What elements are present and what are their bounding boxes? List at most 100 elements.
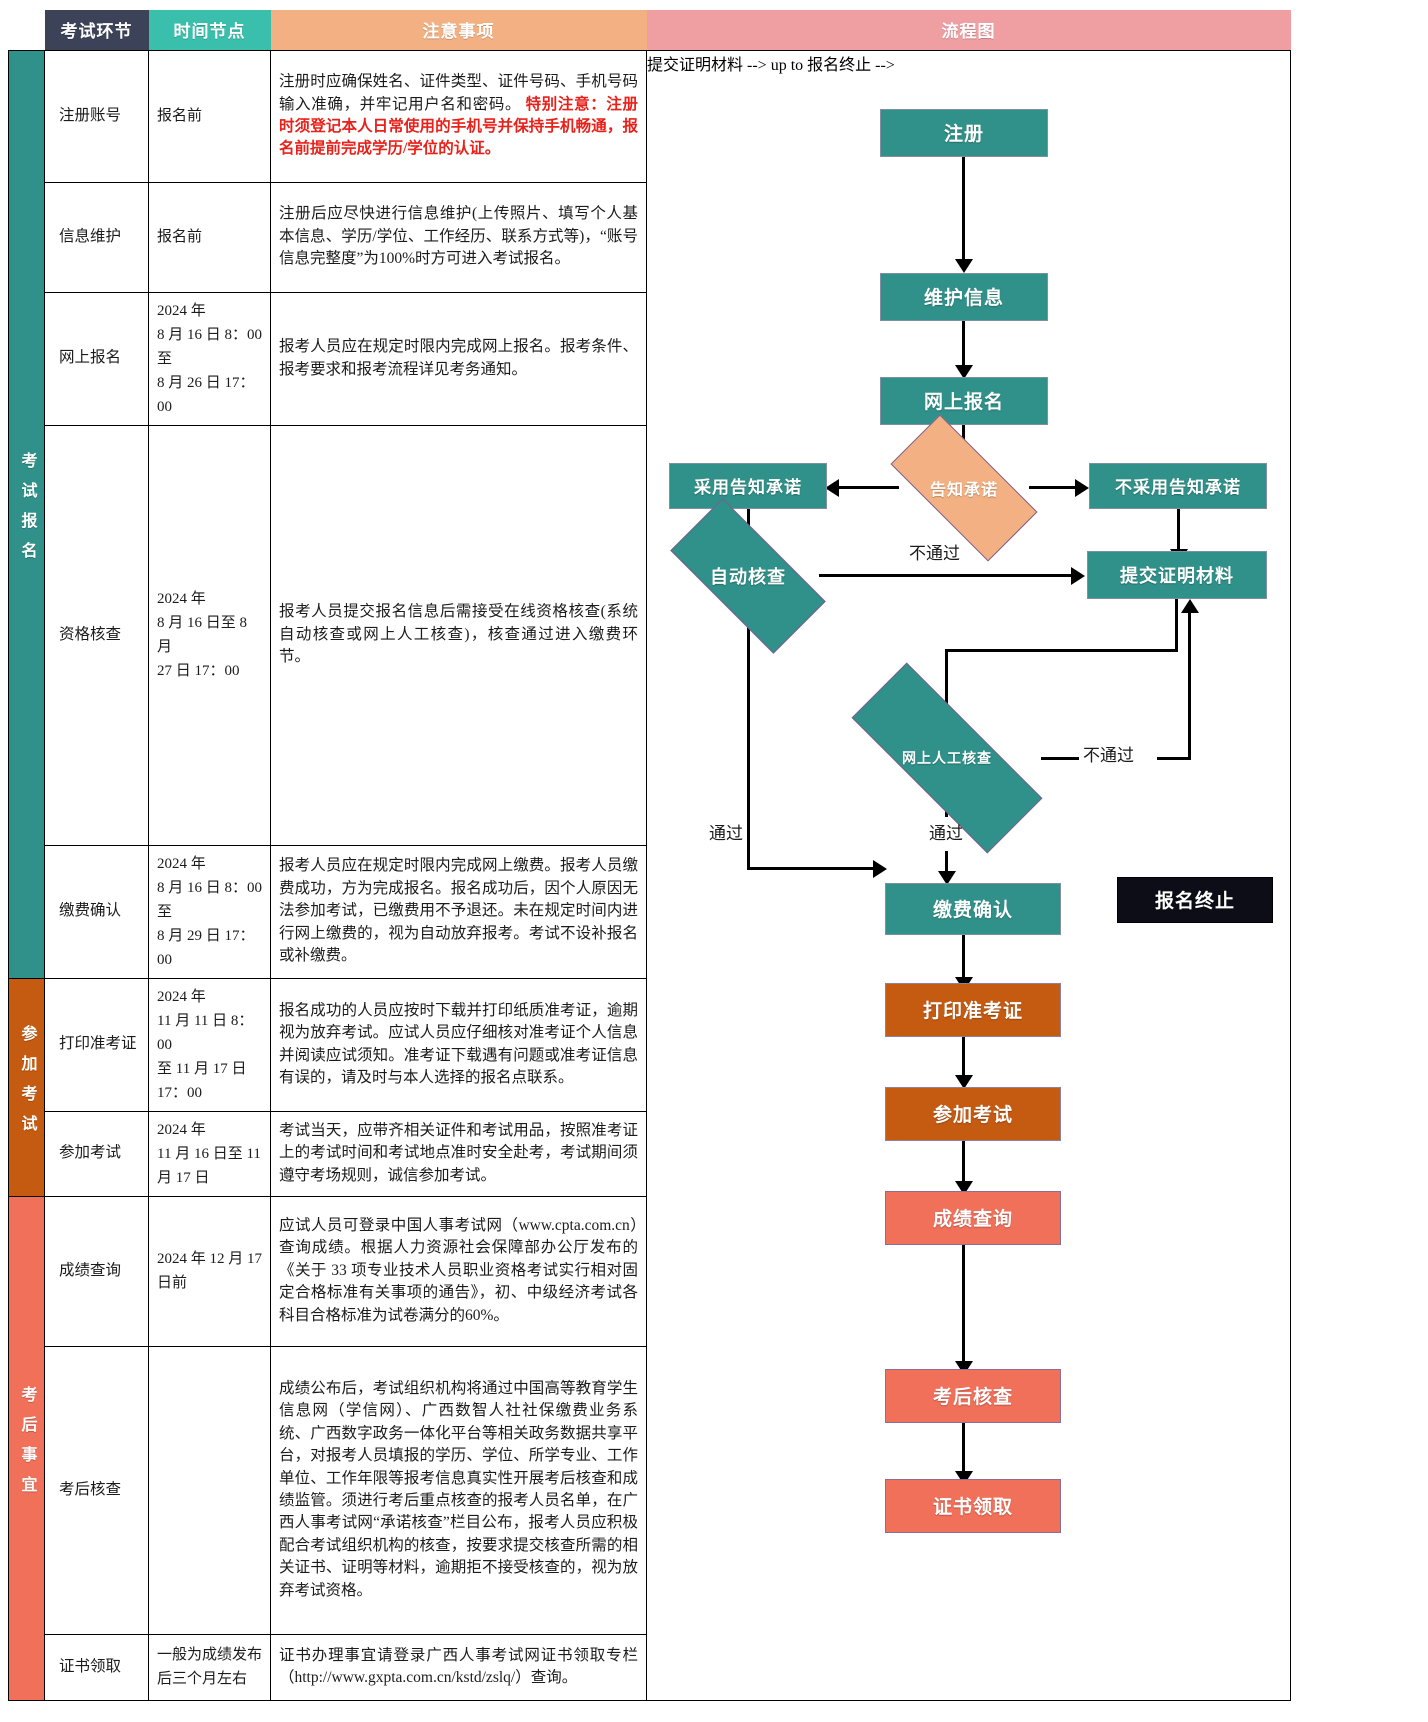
flow-line-postcheck-to-cert	[962, 1422, 965, 1475]
header-stage: 考试环节	[44, 10, 149, 50]
flow-node-manual-check-label: 网上人工核查	[902, 749, 992, 766]
flow-line-pay-to-print	[962, 934, 965, 981]
time-register-account: 报名前	[148, 49, 271, 183]
flow-edge-label-pass-mid: 通过	[929, 823, 963, 843]
time-take-exam: 2024 年 11 月 16 日至 11 月 17 日	[148, 1110, 271, 1197]
time-qualification-check: 2024 年 8 月 16 日至 8 月 27 日 17：00	[148, 424, 271, 846]
flow-line-register-to-maintain	[962, 156, 965, 263]
table-row: 证书领取 一般为成绩发布后三个月左右 证书办理事宜请登录广西人事考试网证书领取专…	[9, 1633, 1291, 1701]
flow-node-auto-check[interactable]: 自动核查	[670, 497, 826, 654]
category-registration: 考试报名	[8, 49, 45, 979]
flow-node-register[interactable]: 注册	[880, 108, 1048, 157]
notes-pay-confirm: 报考人员应在规定时限内完成网上缴费。报考人员缴费成功，方为完成报名。报名成功后，…	[270, 844, 647, 979]
table-row: 考试报名 注册账号 报名前 注册时应确保姓名、证件类型、证件号码、手机号码输入准…	[8, 49, 1291, 1701]
notes-post-check: 成绩公布后，考试组织机构将通过中国高等教育学生信息网（学信网）、广西数智人社社保…	[270, 1345, 647, 1635]
table-row: 网上报名 2024 年 8 月 16 日 8：00 至 8 月 26 日 17：…	[9, 291, 1291, 426]
flow-node-notice-commitment[interactable]: 告知承诺	[890, 413, 1038, 562]
flow-node-notice-commitment-label: 告知承诺	[929, 481, 998, 499]
notes-print-ticket: 报名成功的人员应按时下载并打印纸质准考证，逾期视为放弃考试。应试人员应仔细核对准…	[270, 977, 647, 1112]
flow-line-notice-to-use	[837, 485, 899, 489]
flow-line-manual-fail-a	[1041, 756, 1079, 760]
stage-info-maintenance: 信息维护	[44, 181, 149, 293]
notes-cert-collect: 证书办理事宜请登录广西人事考试网证书领取专栏（http://www.gxpta.…	[270, 1633, 647, 1701]
flow-arrow-maintain-to-apply	[955, 364, 973, 379]
table-row: 缴费确认 2024 年 8 月 16 日 8：00 至 8 月 29 日 17：…	[9, 844, 1291, 979]
flow-node-use-commitment[interactable]: 采用告知承诺	[669, 462, 827, 509]
flow-line-manual-fail-b	[1157, 756, 1191, 760]
table-row: 参加考试 2024 年 11 月 16 日至 11 月 17 日 考试当天，应带…	[9, 1110, 1291, 1197]
flow-node-score-query[interactable]: 成绩查询	[885, 1190, 1061, 1245]
flow-arrow-register-to-maintain	[955, 258, 973, 273]
flow-line-autocheck-fail	[819, 573, 1073, 577]
flow-node-post-check[interactable]: 考后核查	[885, 1368, 1061, 1423]
notes-take-exam: 考试当天，应带齐相关证件和考试用品，按照准考证上的考试时间和考试地点准时安全赴考…	[270, 1110, 647, 1197]
flow-diagram: 注册 维护信息 网上报名 告知承诺	[647, 51, 1289, 1669]
flow-arrow-notice-to-nouse	[1075, 478, 1089, 497]
flow-node-apply-terminated[interactable]: 报名终止	[1117, 876, 1273, 923]
table-row: 考后核查 成绩公布后，考试组织机构将通过中国高等教育学生信息网（学信网）、广西数…	[9, 1345, 1291, 1635]
header-corner-blank	[8, 10, 45, 50]
flow-node-submit-proof[interactable]: 提交证明材料	[1087, 550, 1267, 599]
flow-edge-label-fail-mid: 不通过	[1083, 745, 1134, 765]
header-notes: 注意事项	[270, 10, 647, 50]
flow-line-proof-left	[945, 648, 1178, 652]
time-info-maintenance: 报名前	[148, 181, 271, 293]
category-attend-exam-label: 参加考试	[18, 1024, 36, 1145]
stage-take-exam: 参加考试	[44, 1110, 149, 1197]
time-online-apply: 2024 年 8 月 16 日 8：00 至 8 月 26 日 17：00	[148, 291, 271, 426]
stage-register-account: 注册账号	[44, 49, 149, 183]
notes-register-account: 注册时应确保姓名、证件类型、证件号码、手机号码输入准确，并牢记用户名和密码。 特…	[270, 49, 647, 183]
flow-node-take-exam[interactable]: 参加考试	[885, 1086, 1061, 1141]
time-cert-collect: 一般为成绩发布后三个月左右	[148, 1633, 271, 1701]
flow-line-exam-to-score	[962, 1140, 965, 1185]
table-header-row: 考试环节 时间节点 注意事项 流程图	[8, 10, 1291, 50]
flow-line-autocheck-pass-down	[747, 610, 750, 869]
flow-arrow-autocheck-fail	[1071, 566, 1085, 585]
flow-line-score-to-postcheck	[962, 1244, 965, 1365]
table-row: 信息维护 报名前 注册后应尽快进行信息维护(上传照片、填写个人基本信息、学历/学…	[9, 181, 1291, 293]
flow-edge-label-pass-left: 通过	[709, 823, 743, 843]
stage-print-ticket: 打印准考证	[44, 977, 149, 1112]
time-pay-confirm: 2024 年 8 月 16 日 8：00 至 8 月 29 日 17：00	[148, 844, 271, 979]
notes-info-maintenance: 注册后应尽快进行信息维护(上传照片、填写个人基本信息、学历/学位、工作经历、联系…	[270, 181, 647, 293]
stage-pay-confirm: 缴费确认	[44, 844, 149, 979]
flow-line-proof-down	[1175, 598, 1178, 651]
flow-arrow-manual-pass	[938, 870, 956, 885]
flow-line-maintain-to-apply	[962, 320, 965, 369]
flow-arrow-terminate-up	[1181, 598, 1199, 613]
flow-arrow-autocheck-pass	[873, 859, 887, 878]
notes-score-query: 应试人员可登录中国人事考试网（www.cpta.com.cn）查询成绩。根据人力…	[270, 1195, 647, 1347]
stage-post-check: 考后核查	[44, 1345, 149, 1635]
flow-arrow-print-to-exam	[955, 1074, 973, 1089]
exam-process-table: 考试环节 时间节点 注意事项 流程图 考试报名 注册账号 报名前 注册时应确保姓…	[8, 10, 1291, 1701]
flow-line-manual-pass-b	[945, 850, 948, 875]
table-row: 参加考试 打印准考证 2024 年 11 月 11 日 8：00 至 11 月 …	[8, 977, 1291, 1197]
category-attend-exam: 参加考试	[8, 977, 45, 1197]
flow-node-manual-check[interactable]: 网上人工核查	[851, 662, 1043, 853]
flow-line-proof-to-manual	[945, 648, 948, 723]
notes-online-apply: 报考人员应在规定时限内完成网上报名。报考条件、报考要求和报考流程详见考务通知。	[270, 291, 647, 426]
flow-node-online-apply[interactable]: 网上报名	[880, 376, 1048, 425]
flow-line-notice-to-nouse	[1029, 485, 1079, 489]
header-flow: 流程图	[646, 10, 1291, 50]
flow-line-print-to-exam	[962, 1036, 965, 1079]
flow-node-no-use-commitment[interactable]: 不采用告知承诺	[1089, 462, 1267, 509]
header-time: 时间节点	[148, 10, 271, 50]
notes-normal-text: 注册时应确保姓名、证件类型、证件号码、手机号码输入准确，并牢记用户名和密码。	[279, 73, 638, 113]
category-after-exam-label: 考后事宜	[18, 1385, 36, 1506]
flow-node-print-ticket[interactable]: 打印准考证	[885, 982, 1061, 1037]
flow-node-maintain-info[interactable]: 维护信息	[880, 272, 1048, 321]
time-post-check	[148, 1345, 271, 1635]
flow-node-cert-collect[interactable]: 证书领取	[885, 1478, 1061, 1533]
time-score-query: 2024 年 12 月 17 日前	[148, 1195, 271, 1347]
flow-node-auto-check-label: 自动核查	[710, 566, 786, 587]
notes-qualification-check: 报考人员提交报名信息后需接受在线资格核查(系统自动核查或网上人工核查)，核查通过…	[270, 424, 647, 846]
flow-line-manual-fail-up	[1188, 606, 1191, 759]
notes-warning-text: 特别注意：注册时须登记本人日常使用的手机号并保持手机畅通，报名前提前完成学历/学…	[279, 95, 638, 158]
flow-node-pay-confirm[interactable]: 缴费确认	[885, 882, 1061, 935]
stage-cert-collect: 证书领取	[44, 1633, 149, 1701]
stage-online-apply: 网上报名	[44, 291, 149, 426]
stage-qualification-check: 资格核查	[44, 424, 149, 846]
category-registration-label: 考试报名	[18, 451, 36, 572]
